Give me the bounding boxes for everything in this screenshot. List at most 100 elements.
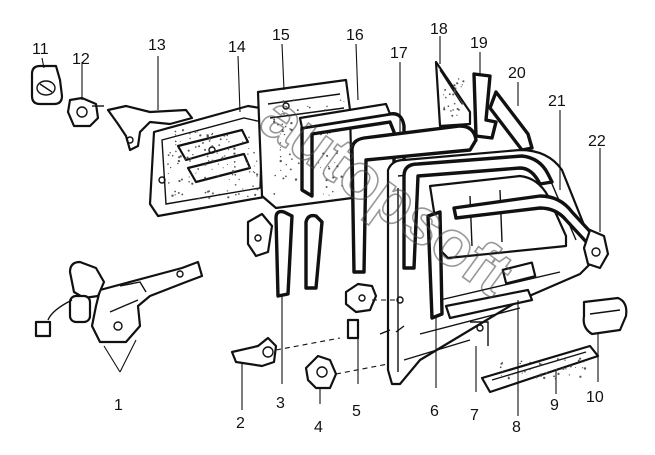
texture-speckle [204, 191, 207, 194]
texture-speckle [228, 178, 230, 181]
texture-speckle [524, 370, 526, 373]
texture-speckle [248, 171, 251, 173]
part-7-door-skin-panel [470, 321, 489, 346]
part-5-door-lock [344, 282, 378, 340]
texture-speckle [282, 177, 285, 180]
texture-speckle [253, 171, 256, 174]
texture-speckle [291, 158, 293, 160]
texture-speckle [222, 167, 224, 169]
texture-speckle [279, 133, 281, 135]
texture-speckle [216, 152, 218, 154]
texture-speckle [175, 150, 177, 153]
texture-speckle [236, 153, 239, 156]
texture-speckle [325, 186, 328, 188]
texture-speckle [238, 193, 240, 195]
callout-4: 4 [314, 419, 323, 436]
texture-speckle [461, 84, 463, 86]
texture-speckle [535, 376, 538, 379]
texture-speckle [575, 366, 577, 369]
callout-2: 2 [236, 415, 245, 432]
texture-speckle [443, 106, 445, 108]
part-17-inner-seal [350, 124, 478, 274]
texture-speckle [521, 372, 523, 374]
texture-speckle [336, 165, 339, 168]
texture-speckle [289, 168, 292, 171]
texture-speckle [445, 96, 447, 99]
callout-18: 18 [430, 21, 448, 38]
texture-speckle [197, 168, 200, 170]
texture-speckle [248, 136, 250, 139]
texture-speckle [288, 153, 291, 156]
texture-speckle [282, 110, 284, 112]
callout-15: 15 [272, 27, 290, 44]
texture-speckle [332, 176, 335, 179]
texture-speckle [320, 167, 322, 169]
texture-speckle [198, 197, 201, 200]
callout-7: 7 [470, 407, 479, 424]
texture-speckle [281, 123, 284, 126]
texture-speckle [177, 162, 179, 165]
texture-speckle [231, 174, 234, 176]
texture-speckle [256, 175, 258, 177]
texture-speckle [499, 366, 502, 369]
texture-speckle [583, 361, 585, 363]
texture-speckle [539, 363, 542, 366]
texture-speckle [538, 362, 541, 364]
texture-speckle [444, 88, 447, 91]
texture-speckle [540, 373, 542, 375]
texture-speckle [279, 146, 282, 149]
texture-speckle [227, 149, 230, 151]
texture-speckle [192, 153, 194, 156]
texture-speckle [452, 93, 455, 96]
texture-speckle [322, 152, 325, 155]
texture-speckle [322, 193, 324, 195]
part-22-end-cap [582, 228, 610, 270]
texture-speckle [203, 148, 207, 151]
texture-speckle [206, 190, 210, 193]
texture-speckle [227, 196, 230, 199]
texture-speckle [282, 100, 285, 103]
texture-speckle [451, 114, 454, 117]
texture-speckle [555, 368, 558, 371]
part-8-belt-moulding [444, 288, 534, 320]
callout-19: 19 [470, 35, 488, 52]
texture-speckle [189, 137, 191, 140]
texture-speckle [553, 375, 556, 378]
texture-speckle [282, 130, 284, 133]
texture-speckle [209, 137, 212, 140]
texture-speckle [340, 175, 343, 178]
texture-speckle [195, 172, 197, 174]
texture-speckle [248, 166, 251, 168]
texture-speckle [296, 109, 299, 112]
texture-speckle [206, 155, 209, 158]
texture-speckle [232, 170, 235, 173]
texture-speckle [256, 173, 259, 176]
texture-speckle [204, 176, 207, 179]
texture-speckle [234, 166, 236, 168]
texture-speckle [206, 134, 209, 137]
part-11-inner-handle [30, 64, 64, 106]
texture-speckle [214, 151, 217, 153]
texture-speckle [245, 160, 247, 162]
texture-speckle [328, 194, 330, 196]
texture-speckle [461, 102, 464, 105]
texture-speckle [308, 106, 311, 109]
texture-speckle [307, 105, 309, 107]
texture-speckle [177, 159, 181, 163]
door-fasteners [379, 296, 405, 335]
texture-speckle [454, 87, 457, 90]
texture-speckle [279, 149, 281, 151]
texture-speckle [174, 194, 176, 196]
callout-13: 13 [148, 37, 166, 54]
texture-speckle [279, 155, 282, 158]
callout-1: 1 [114, 397, 123, 414]
texture-speckle [281, 130, 283, 133]
texture-speckle [218, 144, 221, 147]
texture-speckle [208, 196, 211, 199]
texture-speckle [226, 138, 228, 141]
callout-3: 3 [276, 395, 285, 412]
texture-speckle [167, 163, 169, 165]
texture-speckle [294, 178, 298, 181]
callout-21: 21 [548, 93, 566, 110]
texture-speckle [194, 131, 197, 134]
